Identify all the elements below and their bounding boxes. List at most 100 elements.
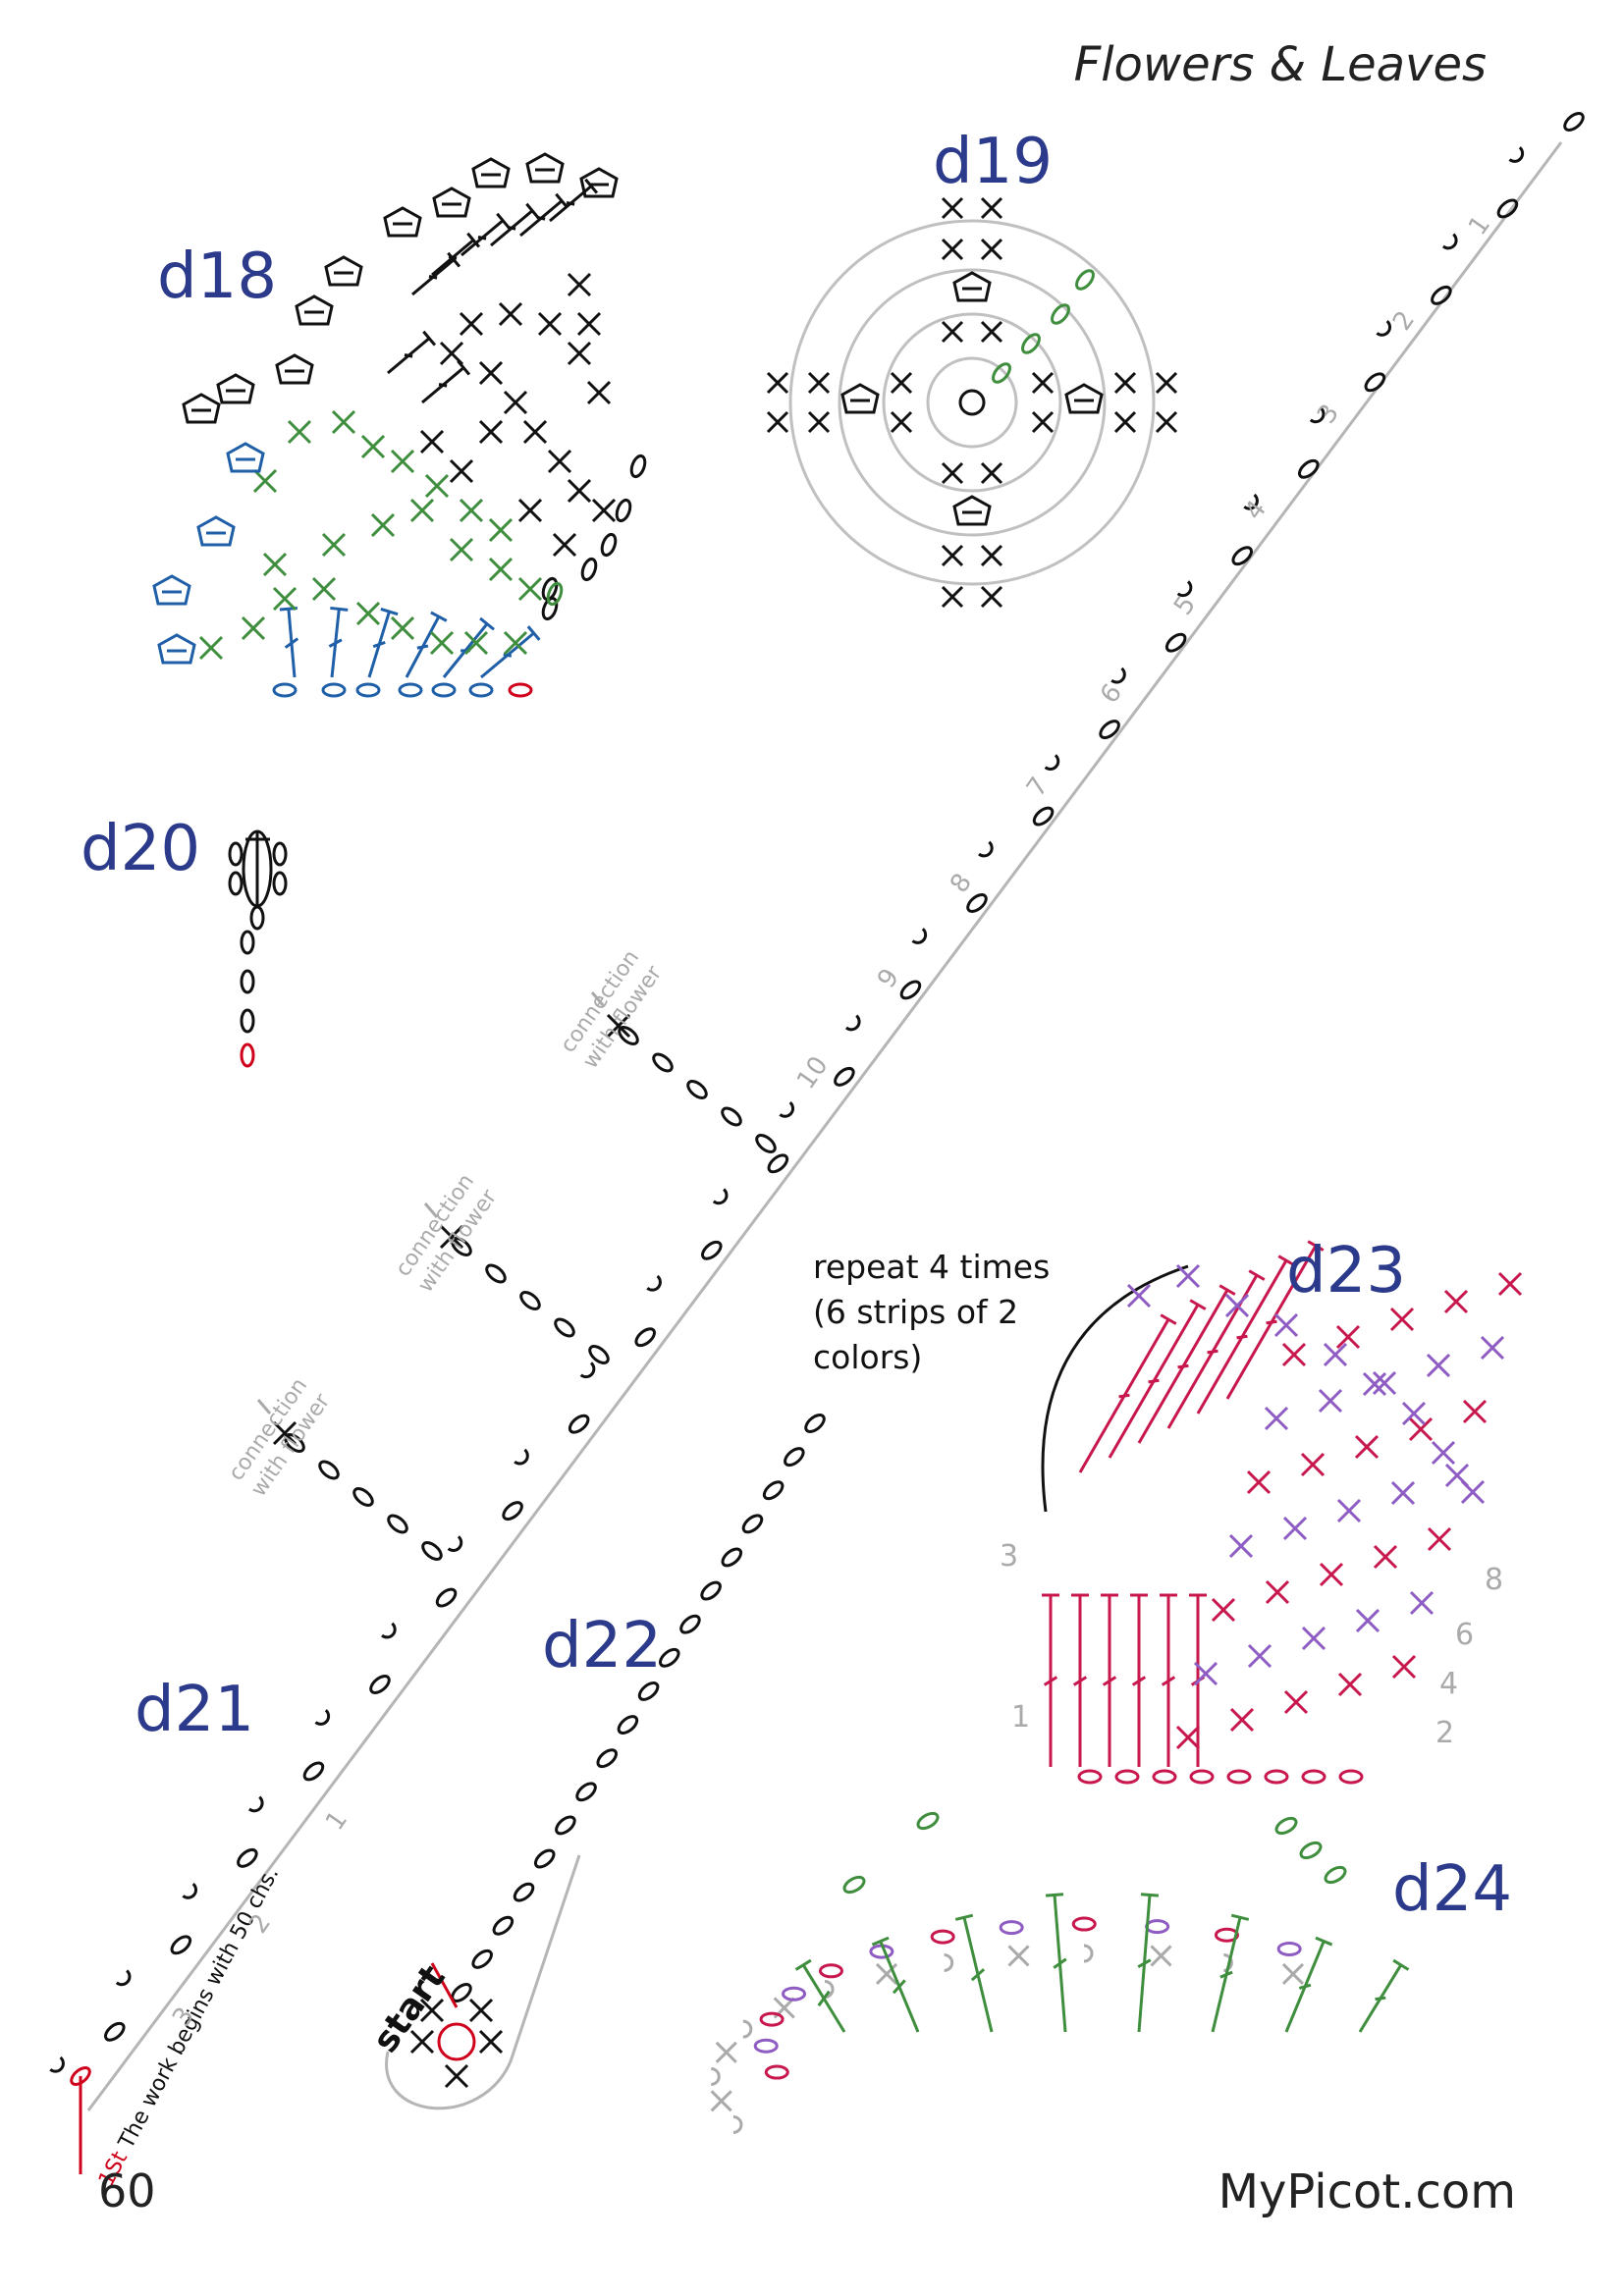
chain-stitch-icon	[546, 581, 564, 607]
double-crochet-icon	[1130, 1593, 1148, 1767]
chain-stitch-icon	[1231, 546, 1253, 566]
chain-stitch-icon	[1152, 1769, 1177, 1785]
single-crochet-icon	[370, 512, 396, 538]
single-crochet-icon	[1335, 1324, 1361, 1350]
single-crochet-icon	[941, 461, 964, 485]
double-crochet-icon	[460, 212, 511, 257]
chain-stitch-icon	[1145, 1919, 1170, 1935]
single-crochet-icon	[1362, 1371, 1387, 1397]
label-d20: d20	[81, 813, 201, 885]
single-crochet-icon	[1246, 1469, 1272, 1495]
d23-row-number-4: 4	[1439, 1667, 1459, 1701]
chain-stitch-icon	[784, 1447, 805, 1468]
single-crochet-icon	[980, 461, 1003, 485]
slip-stitch-icon	[579, 1362, 596, 1379]
double-crochet-icon	[1101, 1593, 1118, 1767]
chain-stitch-icon	[104, 2021, 126, 2042]
slip-stitch-icon	[49, 2056, 65, 2073]
single-crochet-icon	[360, 434, 386, 459]
double-crochet-icon	[367, 607, 399, 678]
single-crochet-icon	[272, 1420, 298, 1446]
magic-ring-icon	[958, 389, 986, 416]
chain-stitch-icon	[485, 1263, 507, 1284]
chain-stitch-icon	[1051, 303, 1070, 325]
single-crochet-icon	[1431, 1440, 1456, 1466]
single-crochet-icon	[1150, 1945, 1172, 1967]
picot-icon	[952, 495, 992, 526]
double-crochet-icon	[480, 625, 541, 679]
chain-stitch-icon	[637, 1682, 660, 1701]
single-crochet-icon	[1391, 1654, 1417, 1680]
chain-stitch-icon	[596, 1748, 619, 1769]
slip-stitch-icon	[1044, 754, 1060, 771]
single-crochet-icon	[498, 301, 523, 327]
label-d18: d18	[157, 240, 278, 313]
single-crochet-icon	[1480, 1335, 1505, 1361]
picot-icon	[182, 393, 221, 424]
single-crochet-icon	[1300, 1452, 1326, 1477]
connection-arrow-icon	[423, 1202, 439, 1218]
single-crochet-icon	[766, 410, 789, 434]
slip-stitch-icon	[1110, 667, 1126, 684]
chain-stitch-icon	[617, 1715, 639, 1735]
chain-stitch-icon	[240, 969, 255, 994]
single-crochet-icon	[355, 601, 381, 626]
single-crochet-icon	[1389, 1307, 1415, 1332]
single-crochet-icon	[1211, 1597, 1236, 1623]
chain-stitch-icon	[1021, 333, 1041, 354]
single-crochet-icon	[1031, 410, 1055, 434]
chain-stitch-icon	[1075, 269, 1095, 291]
single-crochet-icon	[1113, 371, 1137, 395]
double-crochet-icon	[279, 606, 299, 678]
double-crochet-icon	[954, 1913, 994, 2033]
slip-stitch-icon	[381, 1622, 397, 1639]
single-crochet-icon	[1264, 1406, 1289, 1431]
slip-stitch-icon	[844, 1014, 861, 1032]
chain-stitch-icon	[1276, 1941, 1302, 1956]
single-crochet-icon	[980, 320, 1003, 344]
single-crochet-icon	[321, 532, 347, 558]
chain-stitch-icon	[302, 1761, 325, 1782]
single-crochet-icon	[1427, 1526, 1452, 1552]
single-crochet-icon	[517, 576, 543, 602]
single-crochet-icon	[1224, 1293, 1250, 1318]
slip-stitch-icon	[824, 1979, 835, 1999]
chain-stitch-icon	[272, 841, 288, 867]
chain-stitch-icon	[580, 557, 598, 582]
picot-icon	[275, 353, 314, 385]
chain-stitch-icon	[721, 1106, 742, 1127]
double-crochet-icon	[549, 178, 599, 223]
label-d24: d24	[1392, 1853, 1513, 1926]
chain-stitch-icon	[541, 596, 559, 621]
chain-stitch-icon	[1324, 1865, 1347, 1885]
single-crochet-icon	[1281, 1342, 1307, 1367]
picot-icon	[432, 187, 471, 218]
single-crochet-icon	[591, 498, 617, 523]
single-crochet-icon	[941, 544, 964, 567]
slip-stitch-icon	[944, 1952, 954, 1972]
chain-stitch-icon	[818, 1963, 843, 1979]
single-crochet-icon	[252, 468, 278, 494]
slip-stitch-icon	[711, 2066, 721, 2086]
site-name: MyPicot.com	[1218, 2164, 1516, 2219]
single-crochet-icon	[331, 409, 356, 435]
single-crochet-icon	[449, 537, 474, 562]
single-crochet-icon	[1247, 1643, 1272, 1669]
chain-stitch-icon	[992, 362, 1011, 384]
chain-stitch-icon	[387, 1514, 408, 1534]
single-crochet-icon	[1229, 1707, 1255, 1733]
picot-icon	[579, 167, 619, 198]
label-d21: d21	[135, 1674, 255, 1746]
chain-stitch-icon	[492, 1915, 514, 1936]
chain-stitch-icon	[554, 1317, 575, 1338]
chain-stitch-icon	[1431, 285, 1452, 305]
single-crochet-icon	[459, 311, 484, 337]
chain-stitch-icon	[228, 841, 244, 867]
single-crochet-icon	[1031, 371, 1055, 395]
single-crochet-icon	[710, 2090, 732, 2112]
chain-stitch-icon	[615, 498, 632, 523]
picot-icon	[840, 383, 880, 414]
single-crochet-icon	[429, 630, 455, 656]
